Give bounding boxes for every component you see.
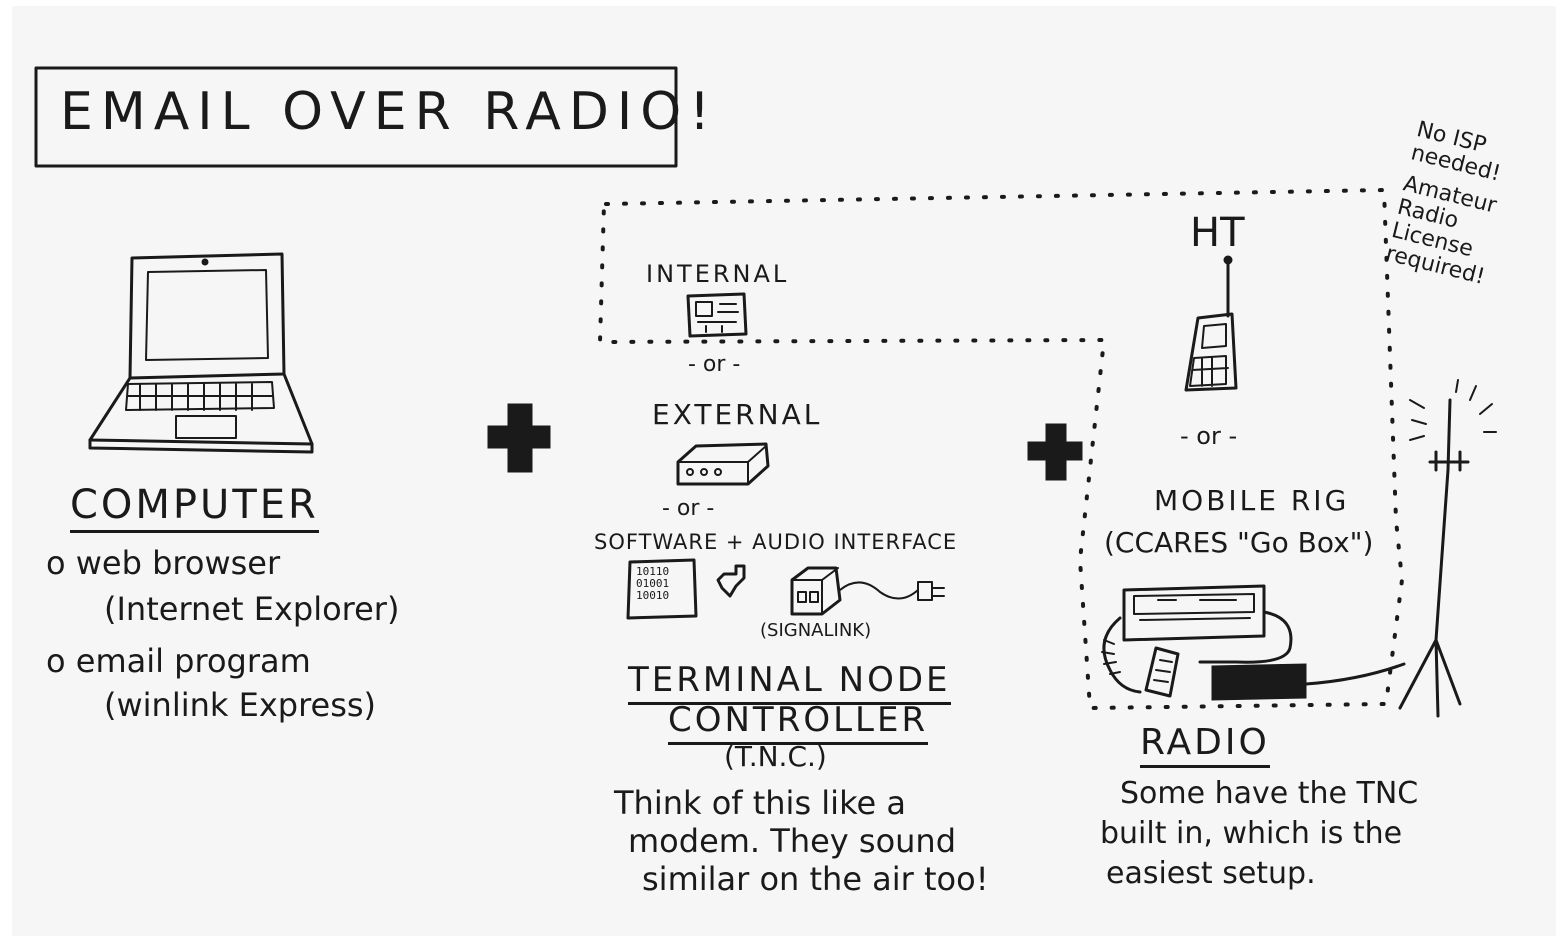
tnc-internal-label: INTERNAL xyxy=(646,260,790,288)
tnc-note-line2: modem. They sound xyxy=(628,822,957,860)
title-box xyxy=(34,66,678,168)
antenna-icon xyxy=(1398,379,1497,718)
tnc-note-line3: similar on the air too! xyxy=(642,860,989,898)
radio-note-line3: easiest setup. xyxy=(1106,856,1316,891)
handheld-radio-icon xyxy=(1184,255,1238,392)
signalink-icon xyxy=(790,566,945,616)
mobile-rig-icon xyxy=(1101,584,1406,701)
binary-text: 10110 01001 10010 xyxy=(636,565,670,602)
radio-note-line1: Some have the TNC xyxy=(1120,776,1419,811)
computer-bullet-browser: o web browser xyxy=(46,544,281,582)
computer-bullet-email-detail: (winlink Express) xyxy=(104,686,377,724)
tnc-software-label: SOFTWARE + AUDIO INTERFACE xyxy=(594,530,958,554)
laptop-icon xyxy=(88,252,314,454)
computer-heading: COMPUTER xyxy=(70,482,319,533)
tnc-abbr: (T.N.C.) xyxy=(724,740,827,773)
internal-card-icon xyxy=(686,292,748,338)
signalink-label: (SIGNALINK) xyxy=(760,620,872,641)
plus-icon xyxy=(487,403,551,473)
tnc-note-line1: Think of this like a xyxy=(614,784,906,822)
small-plus-icon xyxy=(716,564,746,598)
radio-heading: RADIO xyxy=(1140,722,1270,768)
mobile-rig-detail: (CCARES "Go Box") xyxy=(1104,526,1374,559)
mobile-rig-label: MOBILE RIG xyxy=(1154,484,1350,517)
page-title: EMAIL OVER RADIO! xyxy=(60,82,718,142)
or-divider: - or - xyxy=(662,496,715,521)
or-divider: - or - xyxy=(1180,422,1238,450)
computer-bullet-browser-detail: (Internet Explorer) xyxy=(104,590,400,628)
or-divider: - or - xyxy=(688,352,741,377)
tnc-heading-line1: TERMINAL NODE xyxy=(628,660,951,705)
external-tnc-icon xyxy=(676,442,770,486)
tnc-heading-line2: CONTROLLER xyxy=(668,700,929,745)
ht-label: HT xyxy=(1190,210,1245,256)
binary-chip-icon xyxy=(626,558,698,620)
radio-note-line2: built in, which is the xyxy=(1100,816,1403,851)
whiteboard xyxy=(12,6,1556,936)
computer-bullet-email: o email program xyxy=(46,642,311,680)
tnc-external-label: EXTERNAL xyxy=(652,398,823,431)
plus-icon xyxy=(1027,423,1083,481)
grouping-outline xyxy=(597,187,1405,711)
